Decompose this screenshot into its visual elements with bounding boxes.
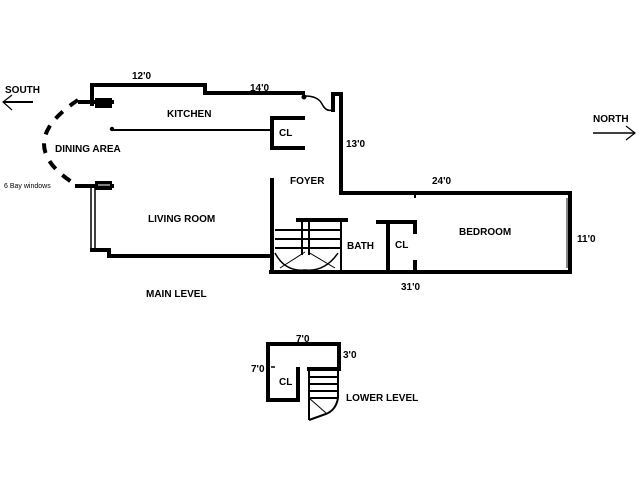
south-arrow-icon	[2, 94, 33, 111]
main-level-walls	[42, 83, 572, 274]
lower-level-label: LOWER LEVEL	[346, 393, 418, 404]
room-kitchen: KITCHEN	[167, 109, 211, 120]
main-level-label: MAIN LEVEL	[146, 289, 207, 300]
room-closet: CL	[395, 240, 408, 251]
door-swing	[304, 95, 333, 112]
room-bath: BATH	[347, 241, 374, 252]
room-closet: CL	[279, 128, 292, 139]
dimension-label: 12'0	[132, 71, 152, 82]
dimension-label: 3'0	[343, 350, 357, 361]
north-label: NORTH	[593, 114, 629, 125]
bay-windows-note: 6 Bay windows	[4, 183, 51, 190]
dimension-label: 13'0	[346, 139, 366, 150]
room-bedroom: BEDROOM	[459, 227, 511, 238]
dimension-label: 31'0	[401, 282, 421, 293]
dimension-label: 14'0	[250, 83, 270, 94]
south-label: SOUTH	[5, 85, 40, 96]
dimension-label: 11'0	[577, 234, 596, 245]
room-closet: CL	[279, 377, 292, 388]
dimension-label: 7'0	[251, 364, 265, 375]
north-arrow-icon	[593, 125, 636, 141]
dimension-label: 7'0	[296, 334, 310, 345]
lower-level-walls	[266, 342, 341, 421]
dimension-label: 24'0	[432, 176, 452, 187]
room-dining-area: DINING AREA	[55, 144, 121, 155]
room-living-room: LIVING ROOM	[148, 214, 215, 225]
room-foyer: FOYER	[290, 176, 325, 187]
